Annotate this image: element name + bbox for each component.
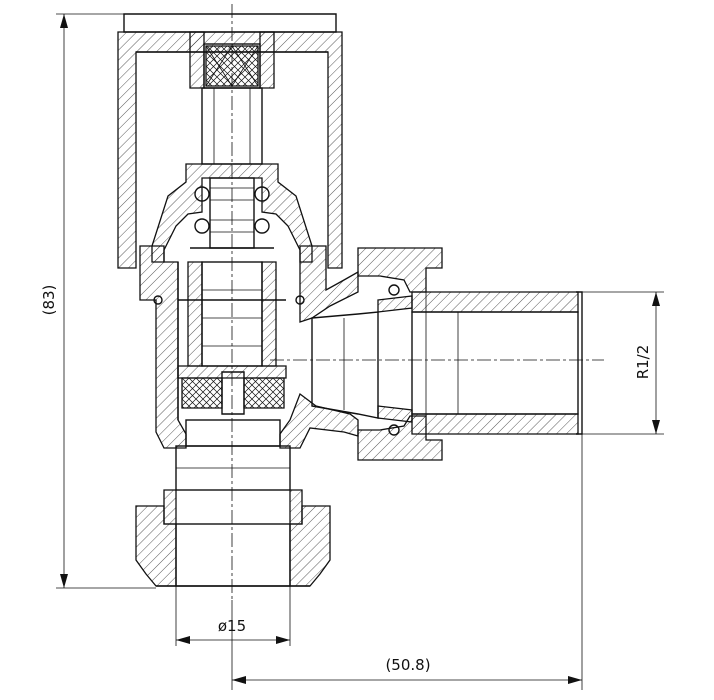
outlet-tailpiece [311,247,583,461]
height-dimension: (83) [40,13,156,589]
diameter-dimension: ø15 [175,586,291,646]
centerlines [231,4,604,600]
thread-dimension-label: R1/2 [634,345,652,380]
offset-dimension: (50.8) [231,434,583,690]
inlet-compression [135,419,331,587]
height-dimension-label: (83) [40,285,58,316]
offset-dimension-label: (50.8) [385,656,430,674]
thread-dimension: R1/2 [582,291,664,435]
valve-body [139,245,359,449]
seat-washer [177,365,287,415]
handwheel-cap [117,13,343,269]
